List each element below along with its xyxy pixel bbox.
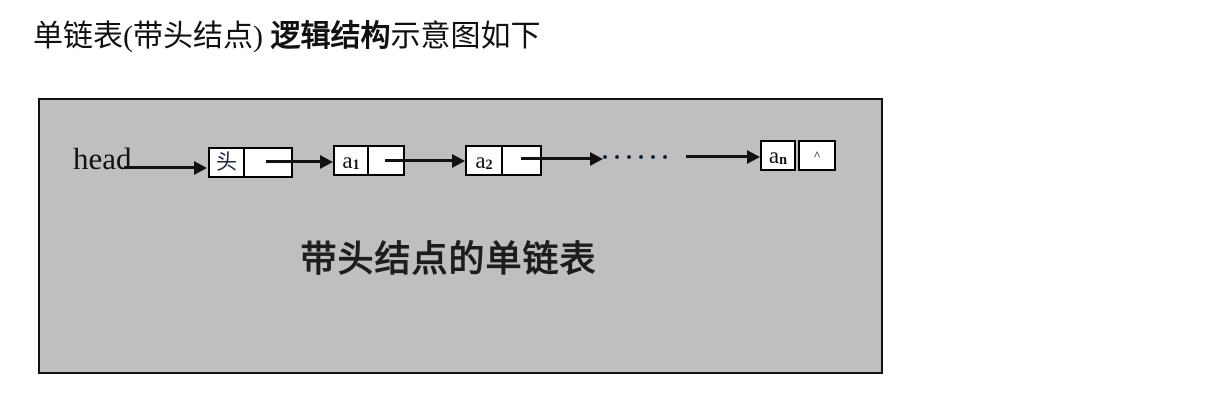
headnode-to-a1-arrow [266,154,333,169]
head-to-headnode-arrow [124,160,207,175]
title-suffix: 示意图如下 [390,20,541,53]
page-title: 单链表(带头结点) 逻辑结构示意图如下 [33,20,540,55]
a2-to-ellipsis-arrow [521,151,603,166]
ellipsis-dots: ······ [601,145,674,171]
title-emphasis: 逻辑结构 [270,20,391,53]
node-a1-label: a [342,148,353,173]
head-node-data-cell: 头 [210,149,245,176]
ellipsis-to-an-arrow [686,149,760,164]
node-an-null-pointer-cell: ^ [798,140,836,171]
diagram-caption: 带头结点的单链表 [300,239,597,279]
head-pointer-label: head [73,141,132,176]
a1-to-a2-arrow [385,153,465,168]
node-an-label: a [768,143,780,168]
title-prefix: 单链表(带头结点) [33,20,271,53]
node-a2-pointer-cell [503,147,540,174]
node-a2-label: a [475,148,486,173]
